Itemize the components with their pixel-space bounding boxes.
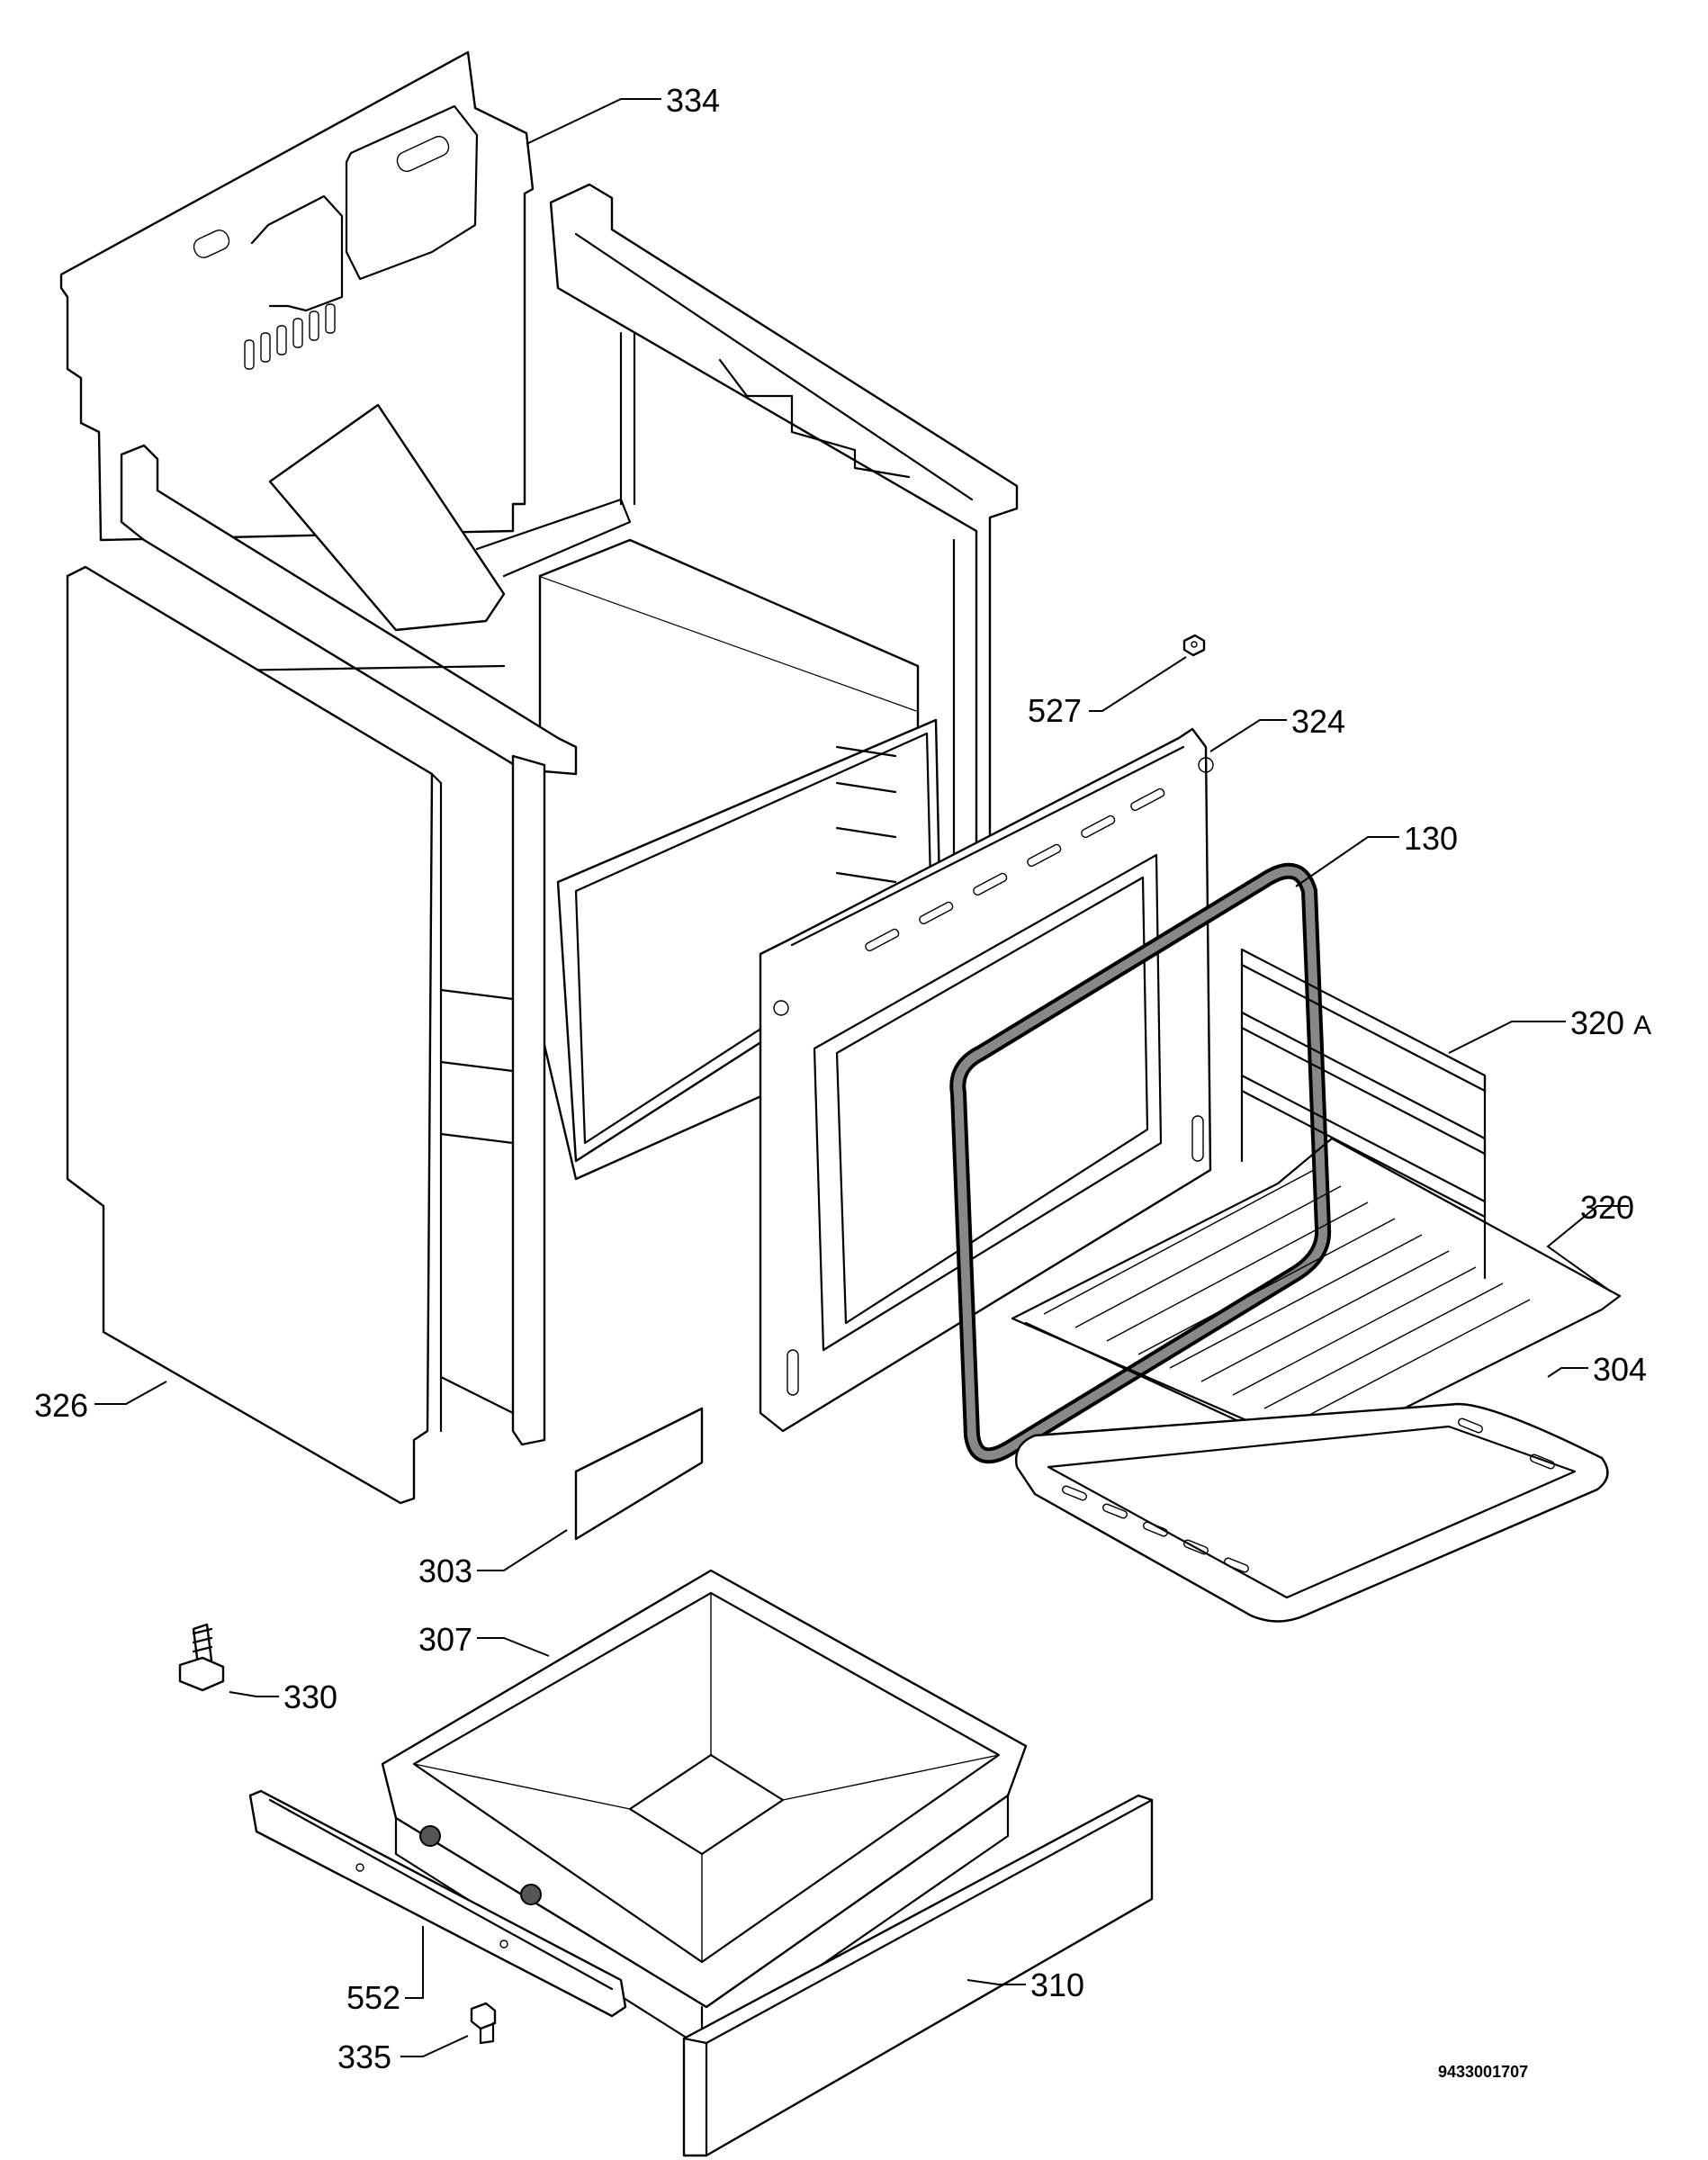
drawer-runner-552 xyxy=(248,1789,627,2018)
oven-cavity xyxy=(538,538,942,1181)
baking-tray-304 xyxy=(1015,1402,1609,1623)
label-324: 324 xyxy=(1291,703,1345,740)
label-320: 320 xyxy=(1580,1189,1634,1226)
front-frame-column xyxy=(439,538,956,1446)
drawer-front-310 xyxy=(682,1794,1154,2157)
drawing-number: 9433001707 xyxy=(1438,2063,1528,2081)
insulation-strip-303 xyxy=(574,1407,704,1541)
label-307: 307 xyxy=(418,1621,472,1658)
right-side-frame xyxy=(549,183,1019,1005)
label-334: 334 xyxy=(666,82,720,119)
storage-drawer-307 xyxy=(381,1569,1028,2049)
tray-slots xyxy=(1062,1418,1555,1573)
top-crossbar xyxy=(120,403,632,776)
side-rack-320a xyxy=(1240,948,1487,1280)
label-330: 330 xyxy=(283,1678,337,1715)
label-303: 303 xyxy=(418,1552,472,1589)
label-326: 326 xyxy=(34,1387,88,1424)
door-seal-130 xyxy=(949,862,1332,1464)
door-frame-slots xyxy=(865,788,1165,952)
label-335: 335 xyxy=(337,2038,391,2075)
back-panel-334 xyxy=(59,50,535,542)
wire-shelf-grid xyxy=(1043,1169,1531,1423)
label-304: 304 xyxy=(1593,1351,1647,1388)
screw-330 xyxy=(178,1623,225,1692)
screw-335 xyxy=(470,2002,497,2045)
label-552: 552 xyxy=(346,1979,400,2016)
label-527: 527 xyxy=(1028,692,1082,729)
left-side-panel-326 xyxy=(66,565,443,1505)
nut-527 xyxy=(1182,634,1206,657)
back-panel-vents xyxy=(244,303,336,370)
label-130: 130 xyxy=(1404,820,1458,857)
door-frame-324 xyxy=(759,727,1214,1433)
label-310: 310 xyxy=(1030,1966,1084,2003)
leader-lines xyxy=(94,98,1629,2057)
